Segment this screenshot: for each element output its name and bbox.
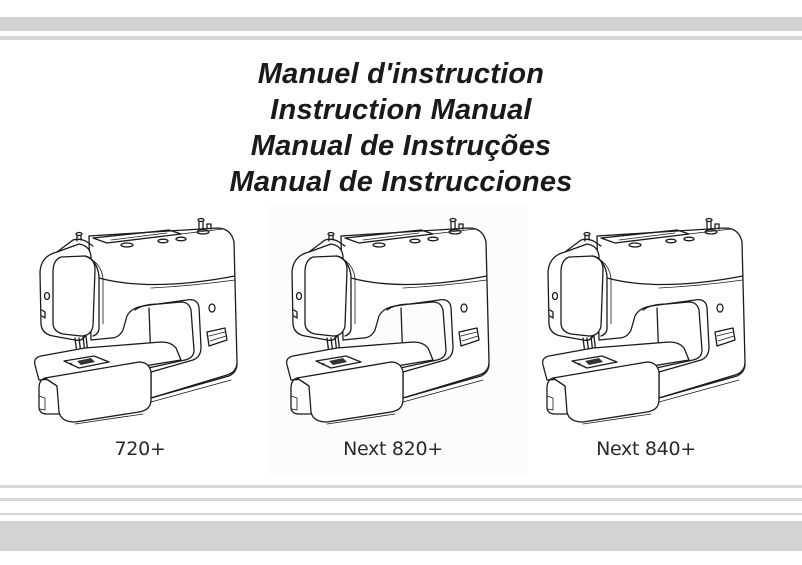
sewing-machine-icon	[285, 217, 490, 425]
bottom-rule-1	[0, 485, 802, 488]
product-1	[31, 212, 243, 425]
top-band	[0, 17, 802, 31]
model-label-next-840: Next 840+	[596, 438, 696, 460]
title-english: Instruction Manual	[270, 94, 532, 126]
title-french: Manuel d'instruction	[257, 58, 545, 90]
product-3	[539, 212, 751, 425]
bottom-band	[0, 521, 802, 551]
model-label-720: 720+	[114, 438, 166, 460]
title-portuguese: Manual de Instruções	[250, 130, 552, 162]
model-label-next-820: Next 820+	[343, 438, 443, 460]
bottom-rule-3	[0, 513, 802, 515]
top-rule	[0, 36, 802, 40]
sewing-machine-icon	[33, 217, 238, 425]
title-block: Manuel d'instruction Instruction Manual …	[0, 56, 802, 200]
product-2	[283, 212, 495, 425]
title-spanish: Manual de Instrucciones	[229, 166, 573, 198]
sewing-machine-icon	[541, 217, 746, 425]
bottom-rule-2	[0, 498, 802, 501]
